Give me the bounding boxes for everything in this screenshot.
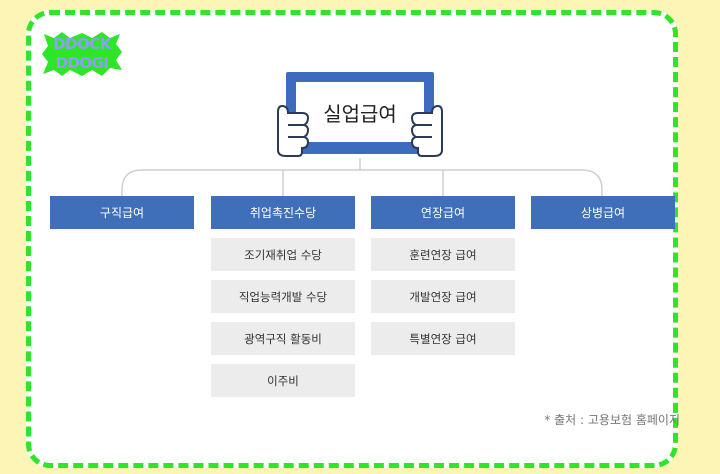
right-hand-icon xyxy=(410,104,443,157)
logo-text-line1: DDOCK xyxy=(53,35,111,53)
item-special-extension: 특별연장 급여 xyxy=(371,322,515,355)
source-note: * 출처 : 고용보험 홈페이지 xyxy=(544,413,680,427)
logo-text-line2: DDOGI xyxy=(55,54,109,72)
category-job-seeking-benefit: 구직급여 xyxy=(50,196,194,229)
item-vocational-development: 직업능력개발 수당 xyxy=(211,280,355,313)
item-wide-area-job-search: 광역구직 활동비 xyxy=(211,322,355,355)
diagram-title: 실업급여 xyxy=(323,101,397,126)
item-relocation-cost: 이주비 xyxy=(211,364,355,397)
item-early-reemployment: 조기재취업 수당 xyxy=(211,238,355,271)
category-sickness-benefit: 상병급여 xyxy=(531,196,675,229)
left-hand-icon xyxy=(277,104,310,157)
item-training-extension: 훈련연장 급여 xyxy=(371,238,515,271)
item-individual-extension: 개발연장 급여 xyxy=(371,280,515,313)
category-reemployment-allowance: 취업촉진수당 xyxy=(211,196,355,229)
logo: DDOCK DDOGI xyxy=(40,30,124,78)
title-sign: 실업급여 xyxy=(276,72,444,162)
starburst-icon xyxy=(42,32,122,76)
category-extended-benefit: 연장급여 xyxy=(371,196,515,229)
